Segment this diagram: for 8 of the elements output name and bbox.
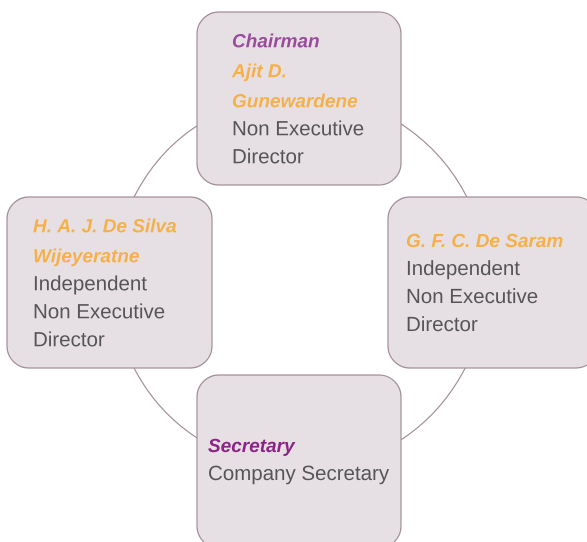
- connector-arc: [400, 368, 466, 440]
- role-box: Secretary Company Secretary: [196, 374, 402, 542]
- role-box: H. A. J. De Silva Wijeyeratne Independent Non Executive Director: [6, 196, 213, 369]
- connector-arc: [134, 125, 198, 198]
- connector-arc: [400, 123, 468, 198]
- role-box: G. F. C. De Saram Independent Non Executive Director: [387, 196, 587, 369]
- connector-arc: [134, 368, 198, 438]
- role-box: Chairman Ajit D. Gunewardene Non Executive Director: [196, 11, 402, 186]
